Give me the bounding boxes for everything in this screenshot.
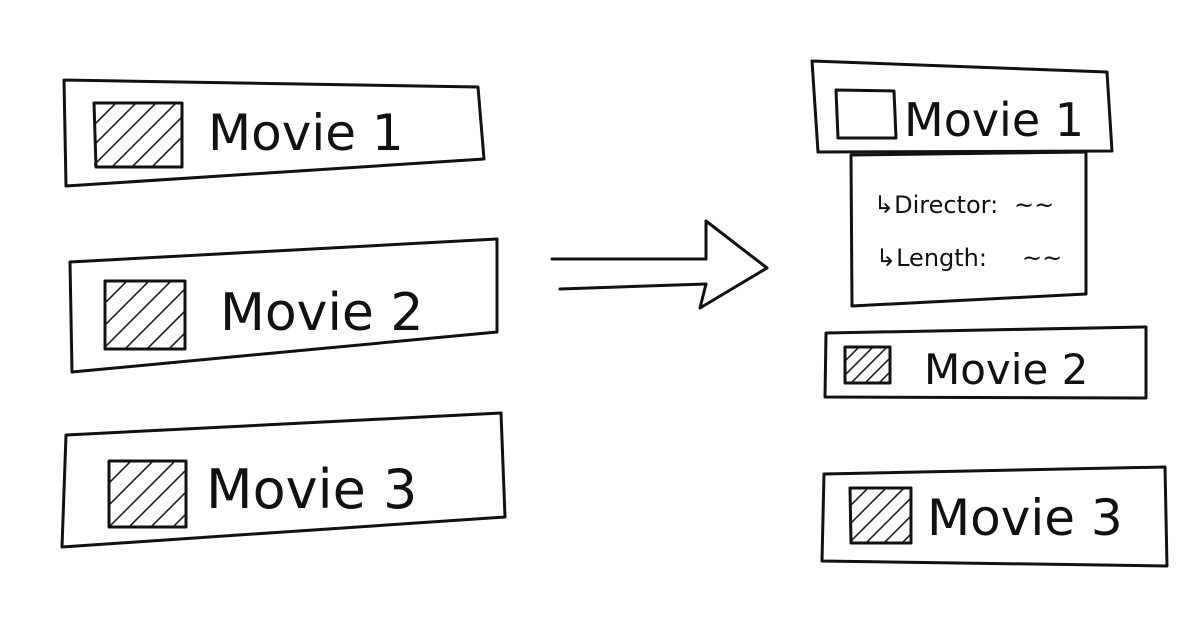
right-list-item-1-expanded: Movie 1 ↳Director: ~~ ↳Length: ~~: [810, 59, 1114, 308]
list-item-box: [68, 237, 499, 374]
list-item-box: [810, 59, 1114, 154]
thumbnail-hatched: [107, 459, 188, 529]
thumbnail-hatched: [843, 345, 892, 385]
detail-row-director: ↳Director: ~~: [874, 191, 1054, 219]
list-item-box: [823, 325, 1148, 400]
list-item-box: [62, 78, 486, 188]
thumbnail-hatched: [92, 101, 184, 169]
double-arrow-icon: [550, 219, 769, 310]
detail-row-length: ↳Length: ~~: [876, 244, 1062, 272]
detail-panel: [849, 150, 1088, 308]
thumbnail-hatched: [103, 279, 187, 351]
detail-label: ↳Length:: [876, 244, 987, 272]
detail-label: ↳Director:: [874, 191, 998, 219]
movie-title: Movie 1: [208, 104, 404, 162]
thumbnail-empty: [834, 88, 898, 140]
movie-title: Movie 2: [220, 283, 424, 343]
right-list-item-3: Movie 3: [820, 465, 1169, 568]
movie-title: Movie 2: [924, 345, 1088, 394]
list-item-box: [820, 465, 1169, 568]
detail-value: ~~: [1022, 244, 1062, 272]
left-list-item-1: Movie 1: [62, 78, 486, 188]
movie-title: Movie 1: [904, 93, 1084, 147]
left-list-item-2: Movie 2: [68, 237, 499, 374]
right-list-item-2: Movie 2: [823, 325, 1148, 400]
left-list-item-3: Movie 3: [60, 411, 507, 549]
detail-value: ~~: [1014, 191, 1054, 219]
movie-title: Movie 3: [927, 489, 1123, 547]
list-item-box: [60, 411, 507, 549]
movie-title: Movie 3: [206, 458, 417, 521]
thumbnail-hatched: [848, 486, 913, 545]
